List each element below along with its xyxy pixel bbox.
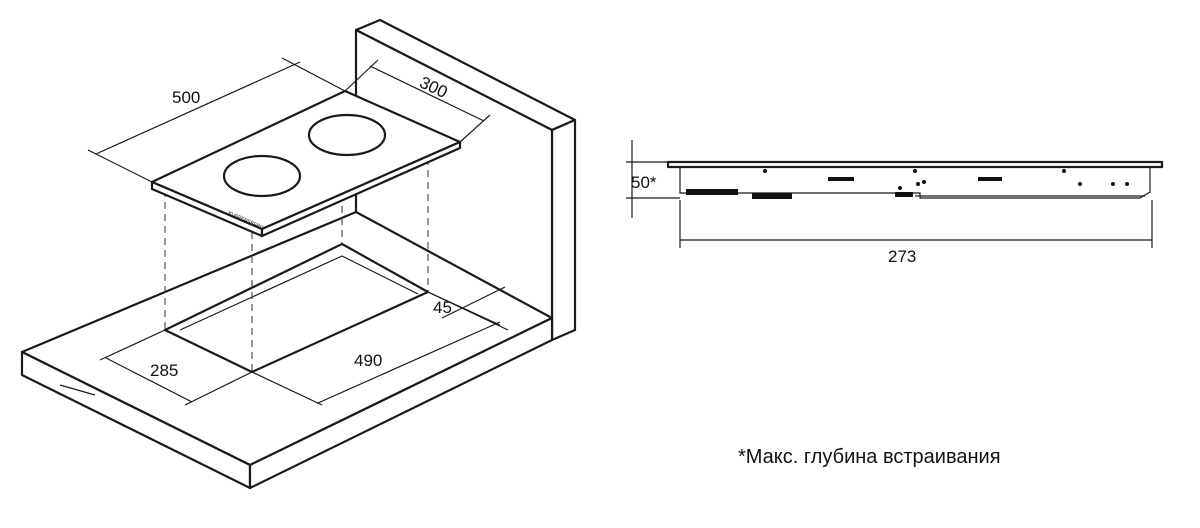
- isometric-view: KUPPERSBERG 500 300 45 285: [20, 18, 577, 490]
- dim-285-label: 285: [150, 361, 178, 380]
- countertop: [20, 210, 554, 490]
- dim-500: 500: [87, 57, 346, 183]
- dim-273-label: 273: [888, 247, 916, 266]
- burner-front: [222, 154, 302, 198]
- side-view: 50* 273: [626, 140, 1164, 266]
- footnote: *Макс. глубина встраивания: [738, 446, 1001, 468]
- dim-50-label: 50*: [631, 173, 657, 192]
- dim-490-label: 490: [354, 351, 382, 370]
- projection-lines: [164, 158, 429, 372]
- dim-500-label: 500: [172, 88, 200, 107]
- dim-50: 50*: [626, 140, 680, 218]
- dim-273: 273: [679, 200, 1153, 266]
- dim-285: 285: [99, 329, 253, 406]
- dim-45-label: 45: [433, 298, 452, 317]
- burner-rear: [307, 113, 387, 157]
- hob: KUPPERSBERG: [150, 89, 462, 238]
- dim-490: 490: [251, 291, 501, 406]
